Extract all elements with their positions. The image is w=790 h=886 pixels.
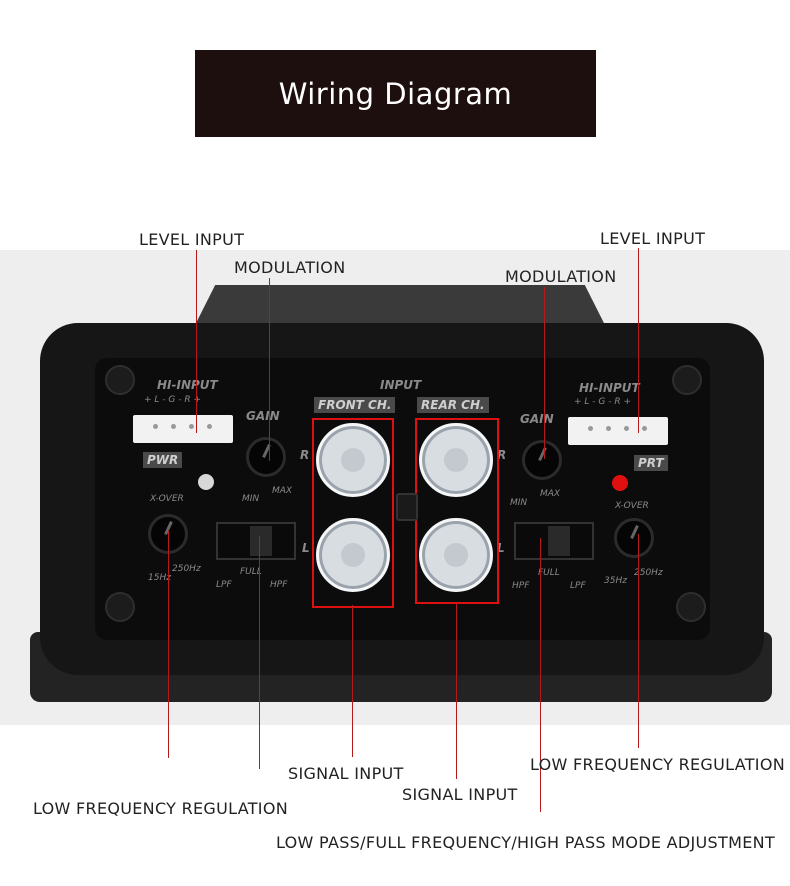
front-r-label: R: [300, 448, 310, 462]
leader-line-level-input-left: [196, 250, 197, 433]
screw-icon: [672, 365, 702, 395]
pwr-led-icon: [198, 474, 214, 490]
leader-line-mode-right: [540, 538, 541, 812]
screw-icon: [105, 592, 135, 622]
hi-input-right-label: HI-INPUT: [579, 381, 640, 395]
front-l-label: L: [302, 541, 310, 555]
hi-input-left-label: HI-INPUT: [157, 378, 218, 392]
mode-switch-right: [514, 522, 594, 560]
gain-left-label: GAIN: [246, 409, 280, 423]
label-low-freq-left: LOW FREQUENCY REGULATION: [33, 799, 288, 818]
rca-front-r-icon: [316, 423, 390, 497]
hpf-right-label: HPF: [512, 581, 530, 591]
xover-left-high-hz: 250Hz: [172, 564, 201, 574]
title-banner: Wiring Diagram: [195, 50, 596, 137]
rear-l-label: L: [497, 541, 505, 555]
front-signal-input-highlight: [312, 418, 394, 608]
leader-line-low-freq-right: [638, 534, 639, 748]
label-mode-adjustment: LOW PASS/FULL FREQUENCY/HIGH PASS MODE A…: [276, 833, 775, 852]
rca-front-l-icon: [316, 518, 390, 592]
prt-label: PRT: [634, 455, 668, 471]
rear-r-label: R: [497, 448, 507, 462]
label-signal-input-left: SIGNAL INPUT: [288, 764, 404, 783]
label-level-input-right: LEVEL INPUT: [600, 229, 706, 248]
hi-input-right-connector: [568, 417, 668, 445]
gain-right-knob: [522, 440, 562, 480]
full-right-label: FULL: [538, 568, 560, 578]
hi-input-left-connector: [133, 415, 233, 443]
lpf-right-label: LPF: [570, 581, 586, 591]
pwr-label: PWR: [143, 452, 183, 468]
xover-right-low-hz: 35Hz: [604, 576, 627, 586]
leader-line-modulation-left: [269, 278, 270, 461]
lpf-left-label: LPF: [216, 580, 232, 590]
leader-line-level-input-right: [638, 248, 639, 433]
front-ch-label: FRONT CH.: [314, 397, 396, 413]
label-level-input-left: LEVEL INPUT: [139, 230, 245, 249]
prt-led-icon: [612, 475, 628, 491]
label-modulation-left: MODULATION: [234, 258, 346, 277]
leader-line-modulation-right: [544, 287, 545, 459]
leader-line-signal-input-right: [456, 604, 457, 779]
gain-left-min-label: MIN: [242, 494, 260, 504]
gain-left-knob: [246, 437, 286, 477]
gain-right-max-label: MAX: [540, 489, 561, 499]
input-label: INPUT: [380, 378, 422, 392]
leader-line-mode-left: [259, 536, 260, 769]
gain-right-label: GAIN: [520, 412, 554, 426]
label-modulation-right: MODULATION: [505, 267, 617, 286]
gain-right-min-label: MIN: [510, 498, 528, 508]
lgr-left-label: + L - G - R +: [144, 395, 201, 405]
full-left-label: FULL: [240, 567, 262, 577]
rear-ch-label: REAR CH.: [417, 397, 489, 413]
xover-right-high-hz: 250Hz: [634, 568, 663, 578]
mode-switch-left: [216, 522, 296, 560]
leader-line-low-freq-left: [168, 530, 169, 758]
xover-left-low-hz: 15Hz: [148, 573, 171, 583]
xover-right-knob: [614, 518, 654, 558]
xover-right-label: X-OVER: [615, 501, 649, 511]
screw-icon: [676, 592, 706, 622]
lgr-right-label: + L - G - R +: [574, 397, 631, 407]
hpf-left-label: HPF: [270, 580, 288, 590]
screw-icon: [105, 365, 135, 395]
xover-left-label: X-OVER: [150, 494, 184, 504]
center-bolt-icon: [396, 493, 418, 521]
rca-rear-r-icon: [419, 423, 493, 497]
title: Wiring Diagram: [278, 76, 513, 111]
label-signal-input-right: SIGNAL INPUT: [402, 785, 518, 804]
leader-line-signal-input-left: [352, 605, 353, 757]
gain-left-max-label: MAX: [272, 486, 293, 496]
rca-rear-l-icon: [419, 518, 493, 592]
label-low-freq-right: LOW FREQUENCY REGULATION: [530, 755, 785, 774]
